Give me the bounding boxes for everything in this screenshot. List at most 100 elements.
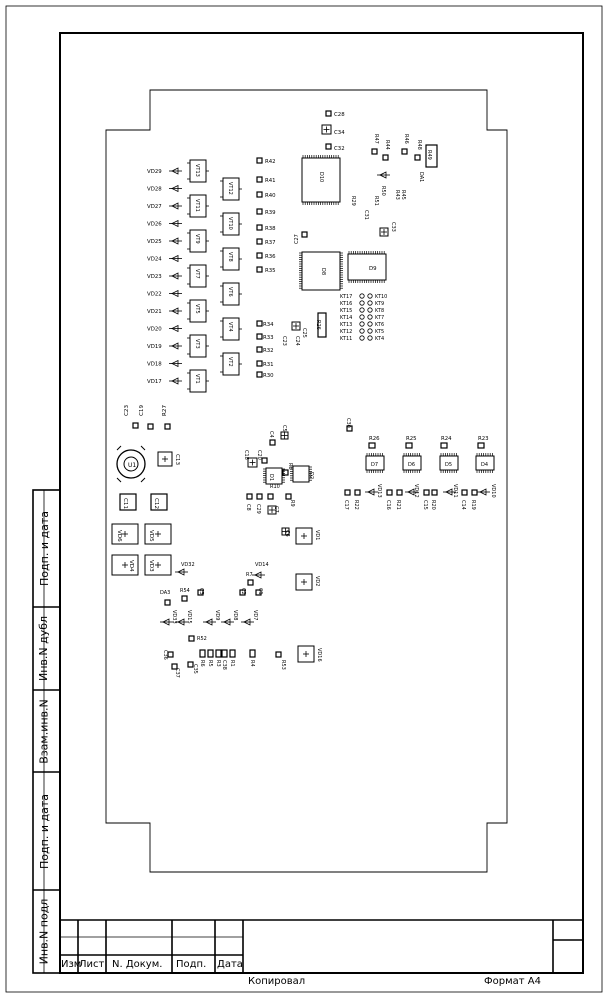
part-vt9	[187, 229, 209, 253]
label-c16: C16	[385, 500, 391, 510]
label-vd16: VD16	[316, 648, 322, 662]
part-c3	[197, 589, 204, 596]
part-c33	[379, 227, 389, 237]
part-vd28	[169, 184, 182, 193]
part-vt12	[220, 177, 242, 201]
label-vd10: VD10	[490, 484, 496, 498]
part-c19	[147, 423, 154, 430]
part-vd22	[169, 289, 182, 298]
part-r1	[229, 649, 236, 658]
part-kt7	[367, 314, 373, 320]
label-c11: C11	[122, 498, 128, 509]
part-r53	[275, 651, 282, 658]
part-c30	[346, 425, 353, 432]
part-kt14	[359, 314, 365, 320]
label-r3: R3	[215, 660, 221, 667]
label-vd23: VD23	[147, 274, 162, 280]
label-vt8: VT8	[227, 252, 233, 262]
part-vd26	[169, 219, 182, 228]
label-r25: R25	[406, 436, 417, 442]
label-c6: C6	[284, 530, 290, 537]
label-vd7: VD7	[252, 610, 258, 620]
label-c28: C28	[334, 112, 345, 118]
part-r23	[477, 442, 485, 449]
part-vd4	[111, 554, 139, 576]
label-r4: R4	[249, 660, 255, 667]
label-r43: R43	[394, 190, 400, 200]
part-kt16	[359, 300, 365, 306]
label-r9: R9	[289, 500, 295, 507]
label-vt4: VT4	[227, 322, 233, 332]
outer-border	[5, 5, 603, 993]
label-r45: R45	[400, 190, 406, 200]
label-c12: C12	[153, 498, 159, 509]
part-vd25	[169, 237, 182, 245]
part-vt5	[187, 299, 209, 323]
part-r40	[256, 191, 263, 198]
part-d4	[475, 453, 495, 473]
part-c2	[239, 589, 246, 596]
part-r25	[405, 442, 413, 449]
label-da1: DA1	[418, 172, 424, 182]
label-kt8: KT8	[375, 308, 384, 314]
title-block	[60, 919, 583, 973]
label-c30: C30	[345, 418, 351, 428]
label-vd25: VD25	[147, 239, 162, 245]
label-vd33: VD33	[171, 610, 177, 624]
part-c36	[167, 651, 174, 658]
part-vd11	[443, 488, 456, 496]
label-vd15: VD15	[186, 610, 192, 624]
label-vd28: VD28	[147, 187, 162, 193]
kopiroval-label: Копировал	[248, 976, 306, 987]
part-r46	[401, 148, 408, 155]
label-vd26: VD26	[147, 222, 162, 228]
part-kt10	[367, 293, 373, 299]
label-vd11: VD11	[452, 484, 458, 498]
part-vt11	[187, 194, 209, 218]
part-r35	[256, 266, 263, 273]
part-r41	[256, 176, 263, 183]
label-d8: D8	[320, 268, 326, 275]
part-c18	[247, 457, 258, 468]
part-c28	[325, 110, 332, 117]
label-c14: C14	[460, 500, 466, 510]
part-d5	[439, 453, 459, 473]
label-c3: C3	[198, 588, 204, 595]
part-d1	[263, 467, 285, 485]
label-vt11: VT11	[194, 199, 200, 212]
label-r44: R44	[384, 140, 390, 150]
label-vd12: VD12	[413, 484, 419, 498]
col-list: Лист	[79, 959, 105, 970]
label-r29: R29	[350, 196, 356, 206]
label-d10: D10	[318, 172, 324, 182]
part-kt4	[367, 335, 373, 341]
part-r39	[256, 208, 263, 215]
label-r20: R20	[430, 500, 436, 510]
label-r19: R19	[470, 500, 476, 510]
side-stamp	[32, 489, 61, 974]
part-vd5	[144, 523, 172, 545]
part-vd27	[169, 202, 182, 210]
part-c38	[221, 649, 228, 658]
part-r34	[256, 320, 263, 327]
label-vd22: VD22	[147, 292, 162, 298]
part-r30	[256, 371, 263, 378]
label-c20: C20	[256, 450, 262, 460]
part-vd18	[169, 359, 182, 368]
part-vt10	[220, 212, 242, 236]
part-r5	[207, 649, 214, 658]
part-r47	[371, 148, 378, 155]
part-c24	[291, 321, 301, 331]
col-data: Дата	[217, 959, 243, 970]
label-c36: C36	[162, 650, 168, 660]
label-r30: R30	[263, 373, 274, 379]
label-vd27: VD27	[147, 204, 162, 210]
part-c13	[157, 451, 173, 467]
label-r52: R52	[197, 636, 207, 642]
part-c23	[132, 422, 139, 429]
part-vd1	[295, 527, 313, 545]
label-r35: R35	[265, 268, 276, 274]
label-vd4: VD4	[128, 560, 134, 572]
label-r6: R6	[199, 660, 205, 667]
